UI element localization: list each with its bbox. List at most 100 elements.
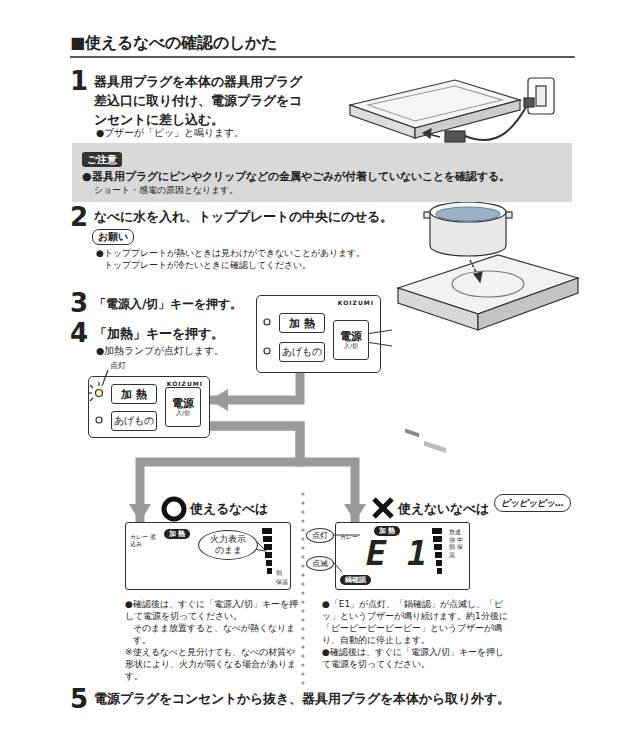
node-text: 加 熱 [169,529,185,539]
divider-dots [301,492,304,684]
callout-label: 点灯 [110,361,126,371]
divider-dots [301,501,304,504]
fry-key: あげもの [279,342,325,362]
divider-dots [301,654,304,657]
step-number: 4 [70,318,88,348]
node-text: 火力表示のまま [206,534,250,556]
callout-bubble: 点灯 [306,528,334,543]
node-text: 鍋確認 [345,575,366,585]
heat-indicator: 加 熱 [374,526,400,536]
plug-illustration [445,131,465,142]
result-symbols [374,499,392,517]
plug-illustration [528,78,554,114]
plug-illustration [368,86,502,121]
panel-decor [102,370,108,386]
pan-check-indicator: 鍋確認 [340,575,371,585]
step-text: 「加熱」キーを押す。 [94,325,224,342]
node-text: ●器具用プラグにピンやクリップなどの金属やごみが付着していないことを確認する。 [82,170,562,184]
power-level-bars [265,552,272,558]
note: ●加熱ランプが点灯します。 [96,345,224,357]
node-text: あげもの [282,346,322,359]
divider-dots [301,681,304,684]
plug-illustration [524,98,534,107]
callout-bubble: 火力表示のまま [198,530,258,560]
panel-decor [96,417,102,423]
panel-decor [90,398,93,401]
power-level-bars [262,528,442,574]
panel-decor [264,319,270,325]
power-key: 電源入/切 [165,387,201,427]
node-text: お願い [98,230,128,244]
node-text: 点滅 [312,558,328,569]
divider-dots [301,573,304,576]
cooker-pot-illustration [436,207,500,221]
power-level-bars [435,552,442,558]
note: そのまま放置すると、なべが熱くなります。 [125,622,301,646]
power-level-bars [434,544,442,550]
divider-dots [301,618,304,621]
beep-bubble: ピッピッピッ… [494,494,571,512]
page-title: ■使えるなべの確認のしかた [70,32,277,54]
plug-illustration [536,86,546,106]
node-text: 加 熱 [121,387,147,402]
divider-dots [301,609,304,612]
node-text: 保温 [276,578,288,585]
divider-dots [301,636,304,639]
divider-dots [301,672,304,675]
node-text: ピッピッピッ… [501,497,564,509]
fry-key: あげもの [111,411,157,431]
step-text: なべに水を入れ、トッププレートの中央にのせる。 [94,208,393,225]
step-text: 電源プラグをコンセントから抜き、器具用プラグを本体から取り外す。 [94,690,510,707]
request-tag: お願い [92,229,134,245]
note: トッププレートが冷たいときに確認してください。 [104,259,311,271]
power-level-bars [262,528,272,534]
callout-bubble: 点滅 [306,556,334,571]
cooker-pot-illustration [474,272,482,282]
plug-illustration [350,78,554,142]
divider-dots [301,627,304,630]
note: ●確認後は、すぐに「電源入/切」キーを押して電源を切ってください。 [322,646,512,670]
node-text: 電源 [340,331,362,343]
node-text: 弱 [276,569,282,576]
panel-decor [96,390,103,397]
bubble-tails [253,535,360,572]
divider-dots [301,582,304,585]
note: ●確認後は、すぐに「電源入/切」キーを押して電源を切ってください。 [125,598,301,622]
illustration [70,56,575,58]
cooker-pot-illustration [430,202,506,222]
cooker-pot-illustration [424,441,446,453]
flow-arrow [210,373,300,400]
divider-dots [301,591,304,594]
cooker-pot-illustration [405,429,419,438]
node-text: あげもの [114,415,154,428]
plug-illustration [423,129,431,138]
divider-dots [301,510,304,513]
step-number: 5 [70,684,88,714]
power-key: 電源入/切 [333,320,369,360]
node-text: E 1 [366,535,427,571]
heat-key: 加 熱 [111,384,157,404]
power-level-bars [263,536,272,542]
node-text: KOIZUMI [338,299,374,307]
node-text: カレー 煮込み [130,533,156,547]
divider-dots [301,537,304,540]
result-heading: 使えないなべは [398,500,489,517]
caution-band: ご注意●器具用プラグにピンやクリップなどの金属やごみが付着していないことを確認す… [72,143,572,202]
result-heading: 使えるなべは [190,500,268,517]
cooker-pot-illustration [452,271,524,297]
result-symbols [164,499,184,519]
divider-dots [301,555,304,558]
control-panel: KOIZUMI加 熱あげもの電源入/切 [88,376,210,438]
note: ●ブザーが「ピッ」と鳴ります。 [96,127,244,139]
cooker-pot-illustration [398,202,578,453]
divider-dots [301,564,304,567]
power-level-bars [264,544,272,550]
step-number: 3 [70,288,88,318]
node-text: 入/切 [176,410,190,417]
panel-decor [98,382,99,386]
divider-dots [301,645,304,648]
node-text: ショート・感電の原因となります。 [82,184,562,196]
power-level-bars [432,528,442,534]
